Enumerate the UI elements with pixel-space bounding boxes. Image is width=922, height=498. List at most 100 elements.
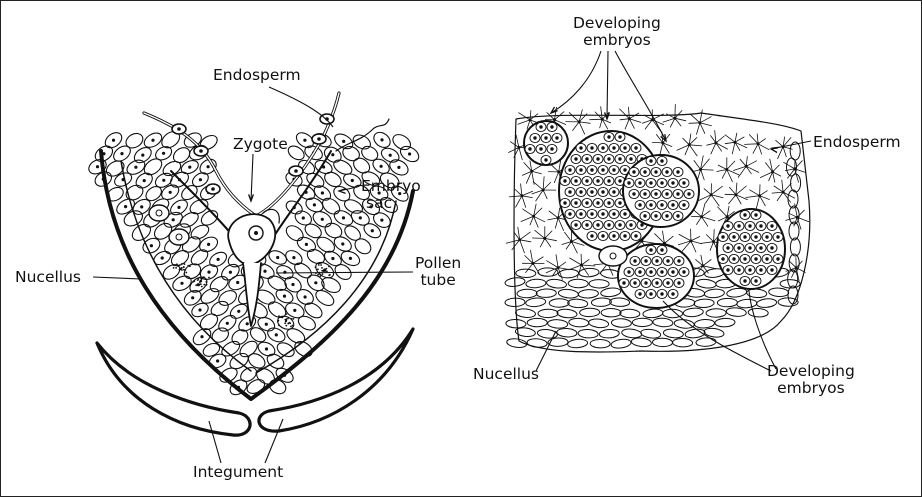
stipple-dot: [289, 322, 291, 324]
cell-nucleus: [217, 258, 220, 261]
embryo-cell-nucleus: [623, 212, 626, 215]
endosperm-ray: [521, 184, 522, 196]
endosperm-ray: [694, 161, 701, 170]
endosperm-ray: [516, 196, 522, 207]
stipple-dot: [199, 273, 201, 275]
stipple-dot: [185, 272, 187, 274]
cell-nucleus: [263, 270, 266, 273]
embryo-cell-nucleus: [638, 181, 641, 184]
nucellus-cell: [726, 307, 747, 317]
embryo-cell-nucleus: [574, 223, 577, 226]
endosperm-ray: [520, 240, 531, 242]
embryo-cell-nucleus: [579, 146, 582, 149]
endosperm-ray: [545, 231, 552, 239]
embryo-cell-nucleus: [618, 179, 621, 182]
cell-nucleus: [169, 191, 172, 194]
cell-nucleus: [283, 295, 286, 298]
endosperm-ray: [697, 123, 700, 135]
embryo-cell-nucleus: [623, 168, 626, 171]
embryo-cell-nucleus: [682, 181, 685, 184]
nucellus-cell: [694, 319, 715, 329]
endosperm-nucleus: [628, 117, 631, 120]
embryo-cell-nucleus: [590, 234, 593, 237]
stipple-dot: [287, 323, 289, 325]
embryo-cell-nucleus: [634, 146, 637, 149]
stipple-dot: [292, 325, 294, 327]
edge-cell: [788, 270, 798, 288]
nucellus-cell: [578, 289, 598, 298]
embryo-cell-nucleus: [754, 257, 757, 260]
nucellus-cell-large: [169, 229, 189, 245]
endosperm-nucleus: [698, 121, 701, 124]
stipple-dot: [324, 269, 326, 271]
label-developing-embryos-bottom-line1: Developing: [767, 363, 855, 380]
leader-integument-left: [209, 421, 221, 463]
label-endosperm-left: Endosperm: [213, 67, 301, 84]
endosperm-ray: [547, 261, 559, 268]
embryo-cell-nucleus: [550, 125, 553, 128]
stipple-dot: [291, 318, 293, 320]
endosperm-nucleus: [578, 120, 581, 123]
embryo-cell-nucleus: [655, 259, 658, 262]
stipple-dot: [183, 266, 185, 268]
embryo-cell-nucleus: [574, 157, 577, 160]
nucellus-cell: [516, 269, 536, 278]
stipple-dot: [317, 268, 319, 270]
endosperm-ray: [689, 145, 702, 146]
endosperm-ray: [689, 145, 697, 156]
embryo-cell-nucleus: [579, 212, 582, 215]
endosperm-ray: [701, 242, 714, 244]
endosperm-ray: [782, 180, 783, 192]
stipple-dot: [175, 267, 177, 269]
nucellus-cell: [558, 288, 579, 298]
endosperm-ray: [701, 170, 714, 171]
embryo-cell-nucleus: [623, 234, 626, 237]
embryo-cell-nucleus: [596, 201, 599, 204]
nucellus-cell: [768, 287, 788, 297]
label-embryo-sac-line2: sac: [361, 195, 421, 212]
endosperm-nucleus: [553, 118, 556, 121]
stipple-dot: [173, 265, 175, 267]
endosperm-nucleus: [517, 146, 520, 149]
stipple-dot: [284, 322, 286, 324]
stipple-dot: [183, 273, 185, 275]
endosperm-nucleus: [557, 266, 560, 269]
embryo-cell-nucleus: [748, 224, 751, 227]
stipple-dot: [320, 275, 322, 277]
cell-nucleus: [351, 179, 354, 182]
stipple-dot: [328, 266, 330, 268]
endosperm-nucleus: [745, 165, 748, 168]
stipple-dot: [206, 284, 208, 286]
endosperm-ray: [522, 191, 533, 196]
nucellus-cell: [599, 329, 619, 339]
embryo-cell-nucleus: [601, 146, 604, 149]
endosperm-nucleus-dot: [317, 137, 321, 141]
embryo-cell-nucleus: [677, 281, 680, 284]
endosperm-nucleus: [700, 215, 703, 218]
endosperm-ray: [725, 135, 735, 142]
cell-nucleus: [305, 243, 308, 246]
endosperm-ray: [749, 135, 758, 144]
nucellus-cell: [567, 338, 588, 348]
label-pollen-tube: Pollen tube: [415, 255, 461, 288]
embryo-cell-nucleus: [654, 192, 657, 195]
nucellus-cell: [601, 308, 621, 317]
endosperm-ray: [579, 122, 590, 123]
endosperm-ray: [570, 258, 582, 265]
leader-arrowhead: [771, 148, 778, 153]
embryo-cell-nucleus: [638, 203, 641, 206]
embryo-cell-nucleus: [671, 203, 674, 206]
nucellus-cell: [549, 299, 569, 308]
stipple-dot: [324, 270, 326, 272]
endosperm-ray: [582, 265, 596, 266]
endosperm-nucleus: [771, 170, 774, 173]
cell-nucleus: [275, 333, 278, 336]
endosperm-nucleus: [531, 262, 534, 265]
endosperm-ray: [520, 240, 525, 253]
endosperm-ray: [703, 260, 711, 266]
nucellus-cell: [631, 337, 652, 347]
cell-nucleus: [341, 242, 344, 245]
embryo-cell-nucleus: [671, 181, 674, 184]
embryo-cell-nucleus: [579, 168, 582, 171]
